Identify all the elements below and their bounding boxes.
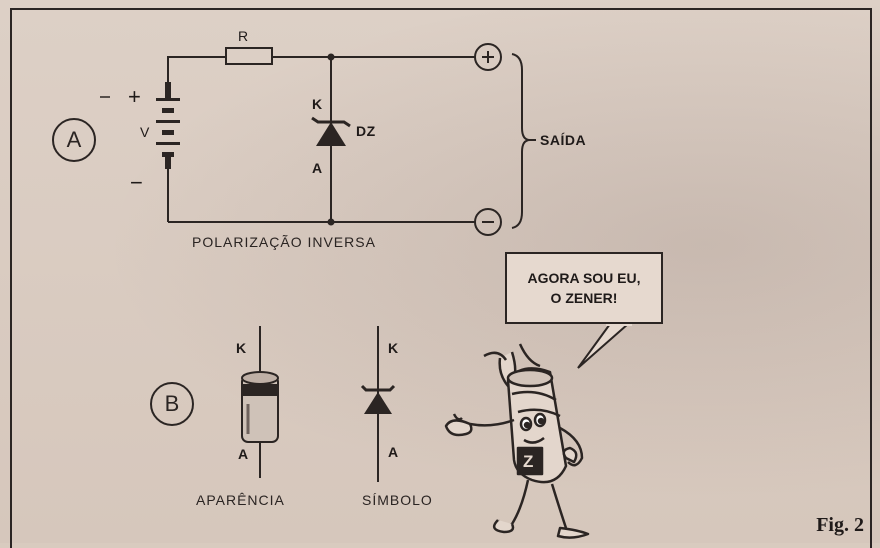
junction-bottom xyxy=(327,218,335,226)
anode-label-a: A xyxy=(312,160,323,176)
plus-terminal xyxy=(474,43,502,71)
resistor-label: R xyxy=(238,28,249,44)
panel-b-tag-text: B xyxy=(164,391,180,416)
minus-terminal xyxy=(474,208,502,236)
mascot-badge-letter: Z xyxy=(523,452,534,471)
symbol-cathode-label: K xyxy=(388,340,399,356)
junction-top xyxy=(327,53,335,61)
zener-mascot xyxy=(444,343,590,539)
diode-body xyxy=(241,371,279,443)
mascot-arm-right xyxy=(559,426,584,467)
panel-b-tag: B xyxy=(150,382,194,426)
battery-plate xyxy=(156,98,180,101)
symbol-triangle xyxy=(364,392,392,414)
symbol-anode-label: A xyxy=(388,444,399,460)
zener-bar xyxy=(311,116,351,128)
mascot-arm-left xyxy=(469,418,515,427)
speech-bubble: AGORA SOU EU, O ZENER! xyxy=(505,252,663,324)
resistor-symbol xyxy=(225,47,273,65)
speech-line-1: AGORA SOU EU, xyxy=(527,270,641,286)
diode-label: DZ xyxy=(356,123,376,139)
figure-label: Fig. 2 xyxy=(816,514,864,536)
output-label: SAÍDA xyxy=(540,132,587,148)
panel-a-tag-text: A xyxy=(66,127,82,152)
symbol-bar xyxy=(360,384,396,392)
panel-a-tag: A xyxy=(52,118,96,162)
zener-triangle xyxy=(316,122,346,146)
cathode-label-a: K xyxy=(312,96,323,112)
appearance-cathode-label: K xyxy=(236,340,247,356)
wire-top-left xyxy=(167,56,226,82)
figure-frame xyxy=(10,8,872,548)
appearance-anode-label: A xyxy=(238,446,249,462)
speech-line-2: O ZENER! xyxy=(550,290,618,306)
mascot-leg-right xyxy=(550,483,568,529)
bubble-tail xyxy=(577,323,629,369)
battery-minus-label: − xyxy=(130,170,144,195)
mascot-leg-left xyxy=(496,479,530,528)
symbol-caption: SÍMBOLO xyxy=(362,492,433,508)
mascot-badge xyxy=(516,446,544,476)
battery-label: V xyxy=(140,124,150,140)
battery-plus-label: + xyxy=(128,84,142,109)
panel-a-caption: POLARIZAÇÃO INVERSA xyxy=(192,234,376,250)
output-brace xyxy=(511,53,531,229)
appearance-caption: APARÊNCIA xyxy=(196,492,285,508)
